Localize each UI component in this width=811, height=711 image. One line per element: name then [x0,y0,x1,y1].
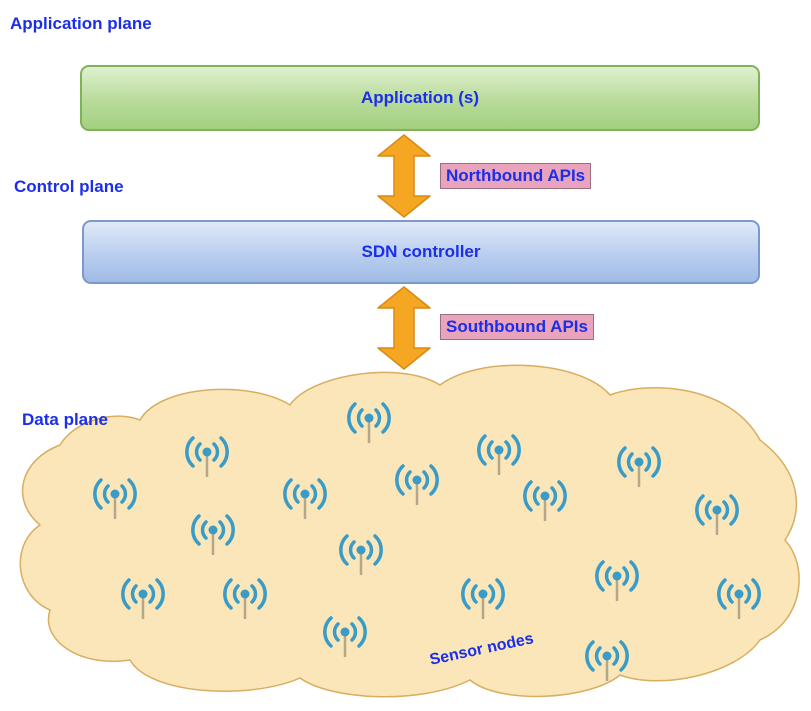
sensor-node-icon [477,434,521,475]
sensor-node-icon [121,578,165,619]
sdn-controller-label: SDN controller [361,242,481,261]
application-plane-label: Application plane [10,14,152,33]
sensor-node-icon [695,494,739,535]
sensor-node-icon [223,578,267,619]
northbound-double-arrow-icon [377,134,431,218]
sensor-node-icon [347,402,391,443]
southbound-apis-label: Southbound APIs [440,314,594,340]
application-box: Application (s) [80,65,760,131]
sensor-node-icon [585,640,629,681]
sensor-node-icon [185,436,229,477]
sensor-node-icon [283,478,327,519]
sensor-node-icon [339,534,383,575]
southbound-double-arrow-icon [377,286,431,370]
control-plane-label: Control plane [14,177,124,196]
sensor-node-icon [191,514,235,555]
sensor-node-icon [617,446,661,487]
northbound-apis-label: Northbound APIs [440,163,592,189]
sensor-node-icon [395,464,439,505]
sensor-node-icon [461,578,505,619]
sdn-controller-box: SDN controller [82,220,760,284]
sensor-node-icon [323,616,367,657]
sensor-node-icon [717,578,761,619]
sensor-node-icon [523,480,567,521]
data-plane-label: Data plane [22,410,108,429]
application-box-label: Application (s) [360,88,480,107]
sensor-node-icon [93,478,137,519]
sensor-node-icon [595,560,639,601]
